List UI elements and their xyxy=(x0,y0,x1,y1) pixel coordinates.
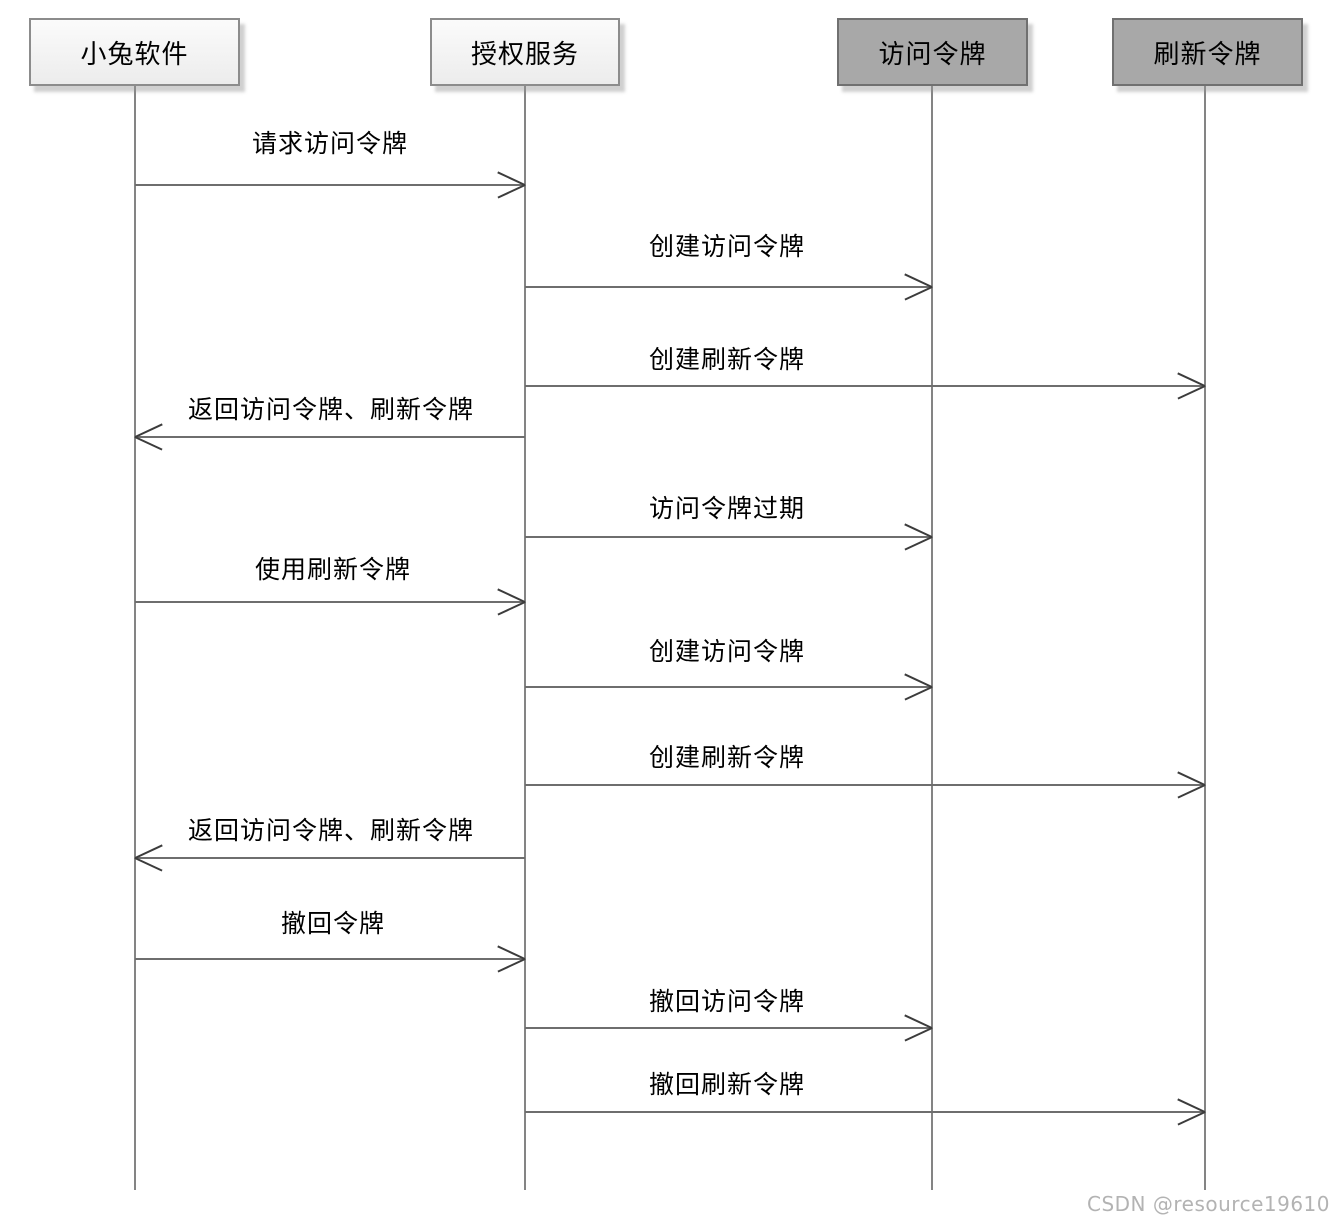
arrowhead-icon xyxy=(1177,372,1206,387)
arrowhead-icon xyxy=(497,184,526,199)
actor-label: 小兔软件 xyxy=(80,39,189,70)
arrowhead-icon xyxy=(1177,771,1206,786)
arrowhead-icon xyxy=(904,536,933,551)
arrowhead-icon xyxy=(1177,385,1206,400)
arrowhead-icon xyxy=(497,601,526,616)
actor-label: 刷新令牌 xyxy=(1153,39,1262,70)
actor-label: 访问令牌 xyxy=(878,39,987,70)
message-label: 返回访问令牌、刷新令牌 xyxy=(187,395,475,424)
arrowhead-icon xyxy=(134,423,163,438)
arrowhead-icon xyxy=(1177,784,1206,799)
arrowhead-icon xyxy=(904,273,933,288)
lifeline-auth-service xyxy=(524,86,526,1190)
arrowhead-icon xyxy=(904,673,933,688)
arrowhead-icon xyxy=(134,436,163,451)
message-label: 撤回刷新令牌 xyxy=(648,1070,806,1099)
actor-box-refresh-token: 刷新令牌 xyxy=(1112,18,1303,86)
message-arrow xyxy=(525,523,933,551)
arrowhead-icon xyxy=(904,1027,933,1042)
actor-label: 授权服务 xyxy=(470,39,579,70)
arrowhead-icon xyxy=(904,286,933,301)
watermark-text: CSDN @resource19610 xyxy=(1086,1192,1330,1216)
message-arrow xyxy=(525,372,1206,400)
arrowhead-icon xyxy=(497,588,526,603)
arrowhead-icon xyxy=(497,958,526,973)
arrowhead-icon xyxy=(134,857,163,872)
message-label: 创建刷新令牌 xyxy=(648,743,806,772)
arrowhead-icon xyxy=(1177,1098,1206,1113)
arrowhead-icon xyxy=(904,1014,933,1029)
message-label: 创建访问令牌 xyxy=(648,232,806,261)
message-label: 请求访问令牌 xyxy=(251,129,409,158)
message-arrow xyxy=(525,273,933,301)
arrowhead-icon xyxy=(497,171,526,186)
message-label: 撤回令牌 xyxy=(280,909,386,938)
message-label: 创建刷新令牌 xyxy=(648,345,806,374)
message-arrow xyxy=(134,844,525,872)
message-arrow xyxy=(525,771,1206,799)
message-label: 返回访问令牌、刷新令牌 xyxy=(187,816,475,845)
lifeline-client xyxy=(134,86,136,1190)
arrowhead-icon xyxy=(134,844,163,859)
actor-box-auth-service: 授权服务 xyxy=(430,18,620,86)
message-label: 创建访问令牌 xyxy=(648,637,806,666)
message-arrow xyxy=(134,423,525,451)
message-label: 访问令牌过期 xyxy=(648,494,806,523)
actor-box-access-token: 访问令牌 xyxy=(837,18,1028,86)
message-arrow xyxy=(525,1014,933,1042)
arrowhead-icon xyxy=(497,945,526,960)
message-arrow xyxy=(135,171,526,199)
lifeline-access-token xyxy=(931,86,933,1190)
arrowhead-icon xyxy=(1177,1111,1206,1126)
message-arrow xyxy=(525,1098,1206,1126)
lifeline-refresh-token xyxy=(1204,86,1206,1190)
message-arrow xyxy=(135,945,526,973)
message-arrow xyxy=(135,588,526,616)
message-label: 撤回访问令牌 xyxy=(648,987,806,1016)
arrowhead-icon xyxy=(904,686,933,701)
message-label: 使用刷新令牌 xyxy=(254,555,412,584)
actor-box-client: 小兔软件 xyxy=(29,18,240,86)
arrowhead-icon xyxy=(904,523,933,538)
message-arrow xyxy=(525,673,933,701)
